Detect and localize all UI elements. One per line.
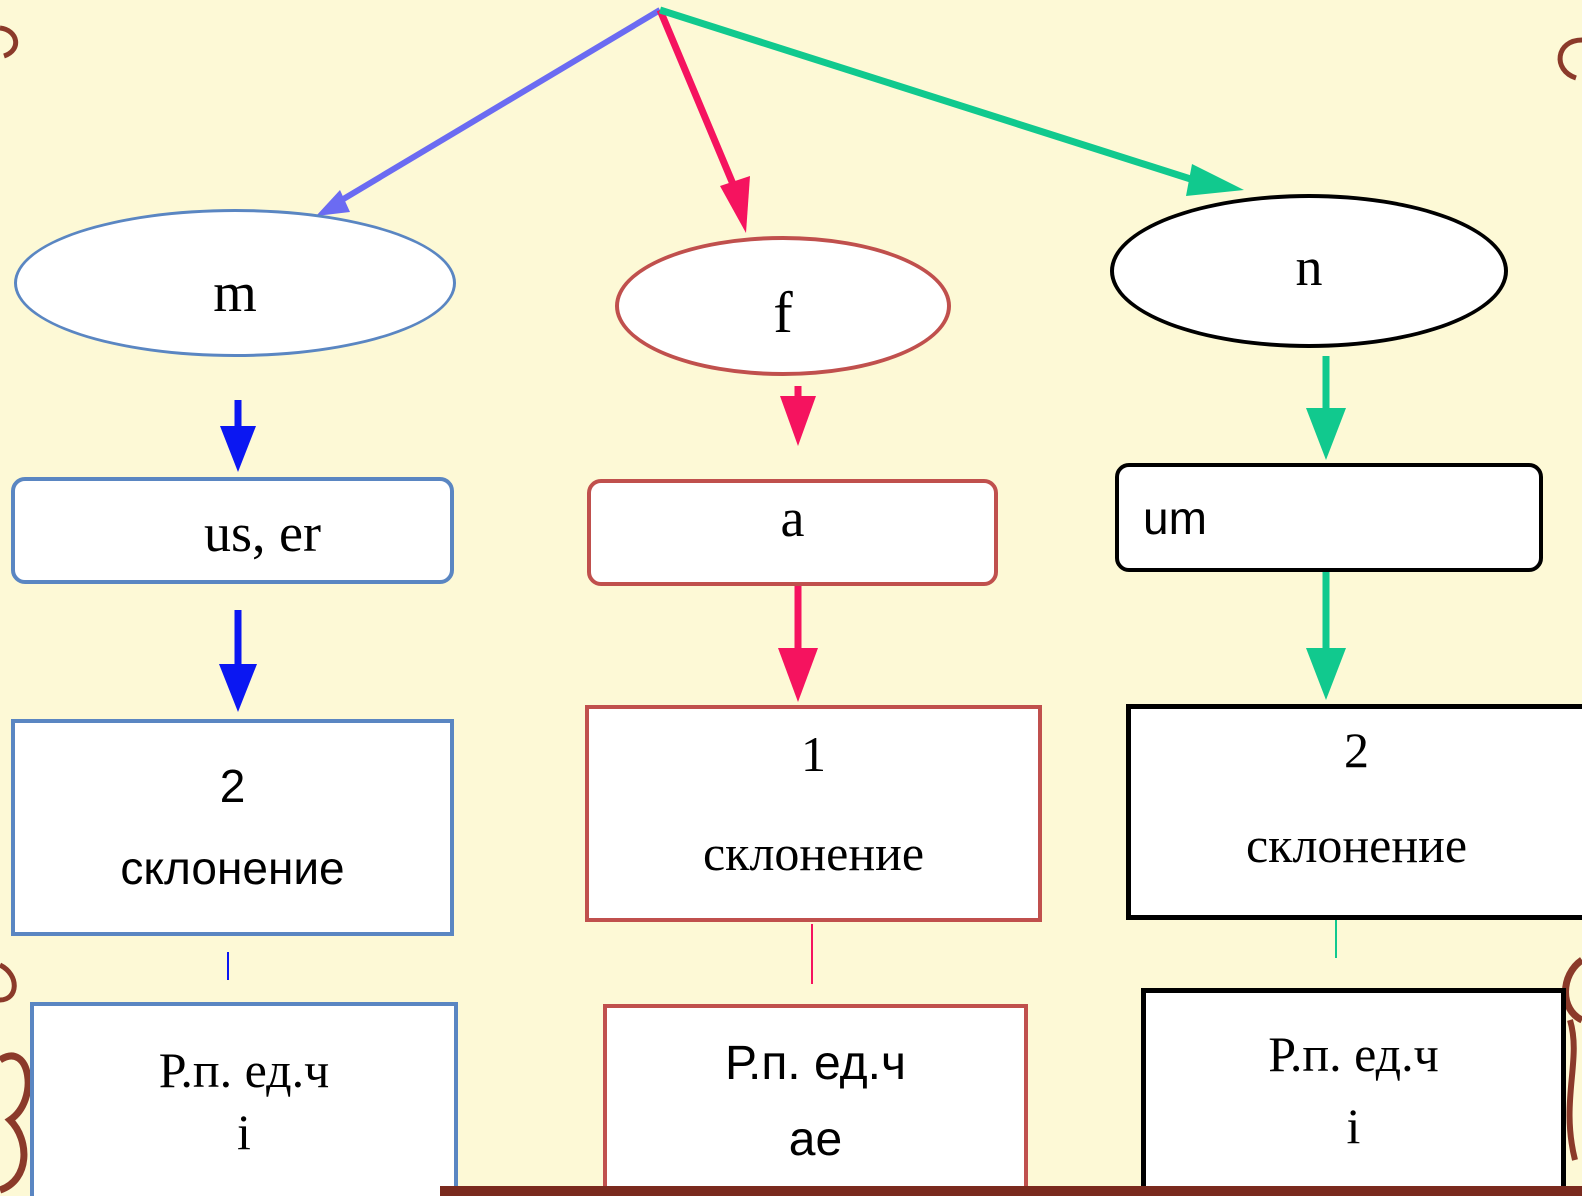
declension-word-n: склонение	[1245, 816, 1468, 873]
case-label-f: Р.п. ед.ч	[725, 1037, 906, 1090]
arrow-m-to-ending	[220, 400, 256, 472]
arrow-to-f	[656, 8, 750, 233]
ending-label-f: a	[780, 488, 805, 548]
bottom-border-bar	[440, 1186, 1582, 1196]
declension-number-f: 1	[801, 726, 826, 782]
gender-node-n: n	[1110, 194, 1508, 348]
arrow-to-n	[658, 6, 1244, 196]
arrow-m-to-declension	[219, 610, 257, 712]
corner-ornament-left	[0, 25, 32, 1194]
case-box-n: Р.п. ед.ч i	[1141, 988, 1566, 1192]
ending-box-f: a	[587, 479, 998, 586]
gender-label-n: n	[1295, 237, 1323, 297]
declension-box-f: 1 склонение	[585, 705, 1042, 922]
ending-label-n: um	[1143, 491, 1207, 544]
case-label-m: Р.п. ед.ч	[158, 1041, 330, 1098]
case-box-m: Р.п. ед.ч i	[30, 1002, 458, 1196]
ending-box-m: us, er	[11, 477, 454, 584]
gender-label-f: f	[773, 279, 793, 345]
case-ending-m: i	[237, 1104, 251, 1160]
gender-label-m: m	[213, 262, 257, 324]
declension-word-f: склонение	[702, 824, 925, 881]
gender-node-f: f	[615, 236, 951, 376]
arrow-n-to-ending	[1306, 356, 1346, 460]
case-box-f: Р.п. ед.ч ae	[603, 1004, 1028, 1196]
arrow-f-to-ending	[780, 386, 816, 446]
declension-number-n: 2	[1344, 722, 1369, 778]
arrow-n-to-declension	[1306, 568, 1346, 700]
gender-node-m: m	[14, 209, 456, 357]
arrow-f-to-declension	[778, 582, 818, 702]
declension-word-m: склонение	[120, 841, 345, 894]
declension-number-m: 2	[219, 760, 246, 812]
ending-label-m: us, er	[204, 502, 321, 563]
case-ending-n: i	[1346, 1098, 1361, 1154]
ending-box-n: um	[1115, 463, 1543, 572]
declension-box-m: 2 склонение	[11, 719, 454, 936]
declension-box-n: 2 склонение	[1126, 704, 1582, 920]
arrow-to-m	[316, 7, 662, 216]
case-ending-f: ae	[788, 1113, 843, 1166]
case-label-n: Р.п. ед.ч	[1268, 1025, 1439, 1082]
